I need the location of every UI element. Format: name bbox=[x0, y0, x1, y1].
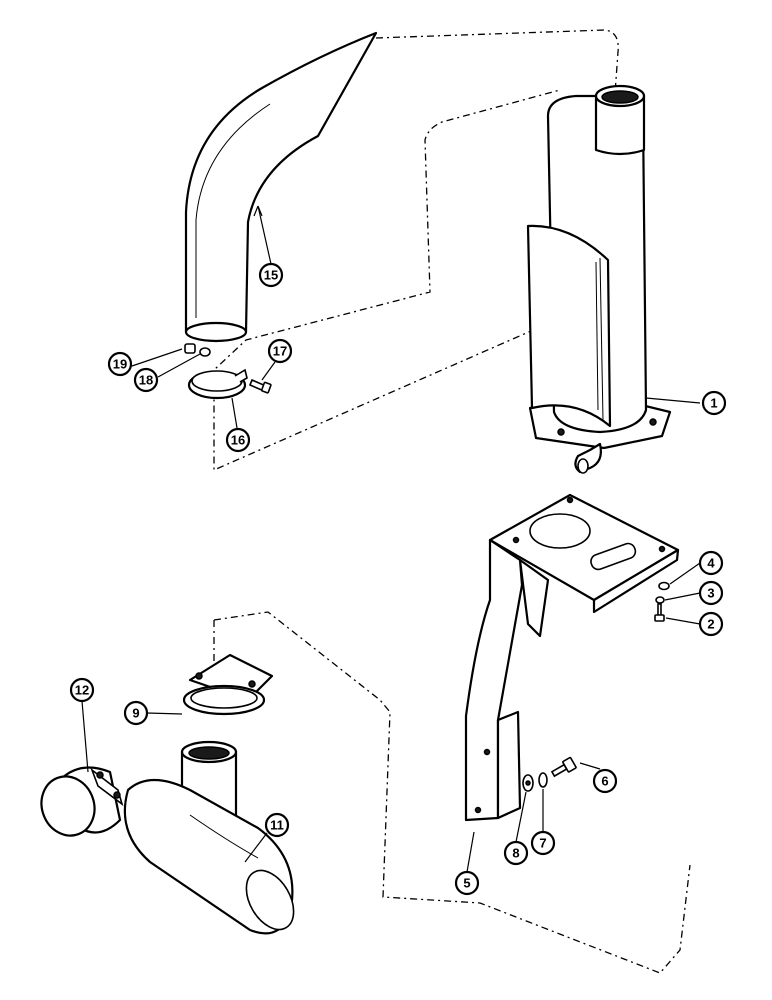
svg-text:15: 15 bbox=[264, 268, 278, 283]
lock-washer bbox=[655, 596, 665, 604]
mount-bolt bbox=[654, 603, 665, 622]
stack-pipe bbox=[184, 31, 378, 343]
callout-16: 16 bbox=[225, 427, 251, 453]
coupling-clamp bbox=[40, 766, 124, 837]
svg-text:17: 17 bbox=[273, 344, 287, 359]
callout-18: 18 bbox=[133, 367, 159, 393]
callout-19: 19 bbox=[107, 351, 133, 377]
svg-text:6: 6 bbox=[601, 774, 608, 789]
svg-text:11: 11 bbox=[270, 818, 284, 833]
pipe-clamp bbox=[187, 368, 248, 400]
bracket-bolt bbox=[550, 756, 577, 778]
support-bracket bbox=[464, 493, 680, 822]
callout-15: 15 bbox=[258, 262, 284, 288]
callout-6: 6 bbox=[592, 768, 618, 794]
nut-part bbox=[184, 343, 196, 354]
callout-11: 11 bbox=[264, 812, 290, 838]
svg-text:12: 12 bbox=[75, 683, 89, 698]
svg-text:2: 2 bbox=[707, 617, 714, 632]
washer-part bbox=[199, 347, 211, 357]
clamp-bolt bbox=[248, 378, 272, 394]
mounting-clamp bbox=[182, 653, 274, 716]
bracket-flat-washer bbox=[522, 774, 534, 792]
callout-1: 1 bbox=[701, 390, 727, 416]
group-outline-top bbox=[213, 29, 619, 471]
callout-12: 12 bbox=[69, 677, 95, 703]
callout-2: 2 bbox=[698, 611, 724, 637]
group-outline-bottom bbox=[213, 611, 691, 974]
callout-8: 8 bbox=[503, 840, 529, 866]
outlet-pipe bbox=[123, 740, 295, 935]
svg-text:19: 19 bbox=[113, 357, 127, 372]
flat-washer bbox=[658, 581, 670, 591]
leader-lines bbox=[81, 205, 701, 873]
svg-text:1: 1 bbox=[710, 396, 717, 411]
callout-5: 5 bbox=[454, 870, 480, 896]
callout-9: 9 bbox=[123, 700, 149, 726]
svg-text:4: 4 bbox=[707, 556, 715, 571]
bracket-lock-washer bbox=[538, 772, 548, 788]
svg-text:18: 18 bbox=[139, 373, 153, 388]
svg-text:7: 7 bbox=[539, 836, 546, 851]
svg-text:5: 5 bbox=[463, 876, 470, 891]
svg-text:3: 3 bbox=[707, 586, 714, 601]
muffler bbox=[526, 84, 672, 474]
svg-text:9: 9 bbox=[132, 706, 139, 721]
callout-4: 4 bbox=[698, 550, 724, 576]
svg-text:16: 16 bbox=[231, 433, 245, 448]
callout-3: 3 bbox=[698, 580, 724, 606]
callout-7: 7 bbox=[530, 830, 556, 856]
callout-17: 17 bbox=[267, 338, 293, 364]
svg-text:8: 8 bbox=[512, 846, 519, 861]
